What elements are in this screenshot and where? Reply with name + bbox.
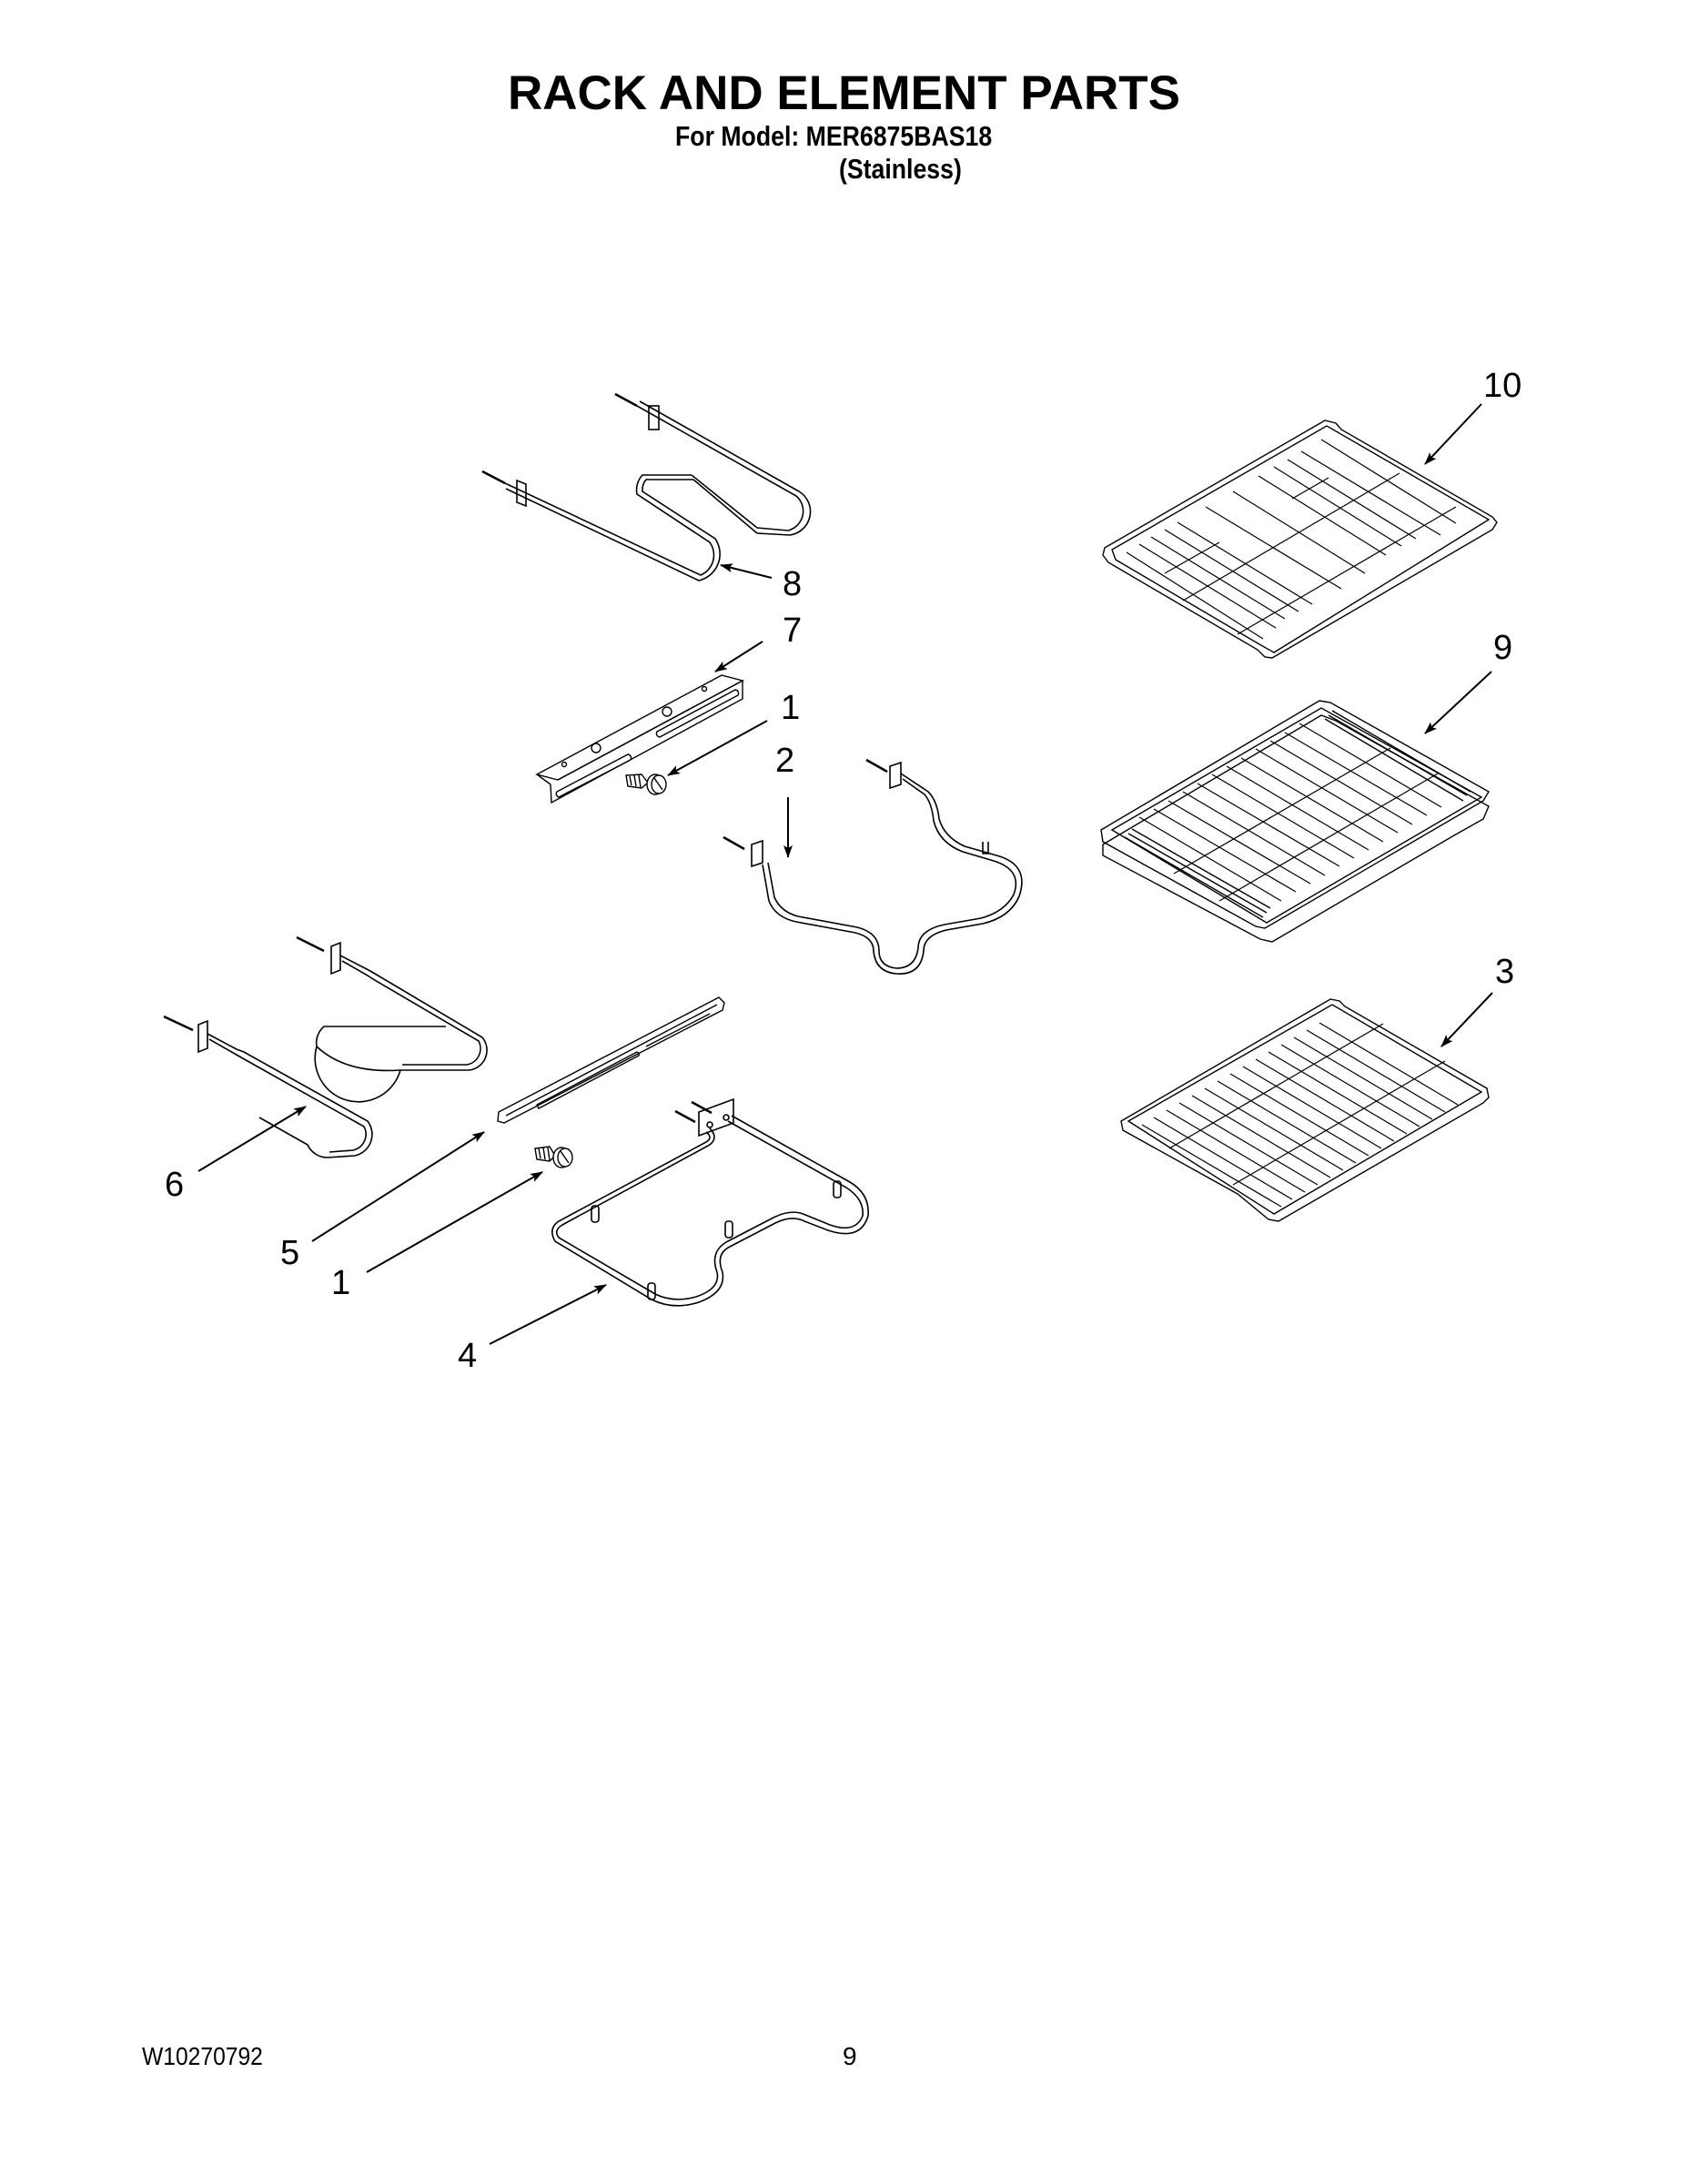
bake-element-part-4[interactable] xyxy=(551,1097,869,1307)
callout-8[interactable]: 8 xyxy=(783,565,803,603)
oven-rack-part-3[interactable] xyxy=(1120,998,1490,1222)
model-number: For Model: MER6875BAS18 xyxy=(675,120,993,152)
callout-9[interactable]: 9 xyxy=(1493,629,1513,667)
oven-rack-part-10[interactable] xyxy=(1102,420,1498,659)
leader-arrow-8 xyxy=(720,563,773,579)
page-title: RACK AND ELEMENT PARTS xyxy=(507,66,1181,120)
bake-element-part-2[interactable] xyxy=(723,758,1023,975)
page-number: 9 xyxy=(843,2042,857,2070)
broil-element-part-6[interactable] xyxy=(163,935,488,1158)
callout-10[interactable]: 10 xyxy=(1483,367,1522,405)
model-finish: (Stainless) xyxy=(839,153,962,185)
leader-arrow-10 xyxy=(1424,403,1482,465)
leader-arrow-1-lower xyxy=(366,1171,543,1273)
element-bracket-part-5[interactable] xyxy=(497,996,725,1124)
callout-2[interactable]: 2 xyxy=(775,742,795,780)
callout-7[interactable]: 7 xyxy=(783,612,803,650)
callout-1-lower[interactable]: 1 xyxy=(331,1264,351,1302)
leader-arrow-7 xyxy=(714,641,763,672)
leader-arrow-5 xyxy=(311,1131,485,1242)
callout-4[interactable]: 4 xyxy=(458,1337,478,1375)
roll-out-rack-part-9[interactable] xyxy=(1100,700,1490,943)
leader-arrow-9 xyxy=(1424,671,1492,734)
callout-3[interactable]: 3 xyxy=(1495,953,1515,991)
screw-part-1-upper[interactable] xyxy=(625,774,667,795)
leader-arrow-6 xyxy=(197,1106,307,1172)
leader-arrow-1-upper xyxy=(667,720,768,776)
callout-5[interactable]: 5 xyxy=(280,1234,300,1272)
element-bracket-part-7[interactable] xyxy=(535,674,744,804)
leader-arrow-4 xyxy=(489,1284,607,1345)
document-number: W10270792 xyxy=(142,2042,263,2070)
broil-element-part-8[interactable] xyxy=(481,392,812,581)
leader-arrow-3 xyxy=(1440,992,1493,1047)
callout-6[interactable]: 6 xyxy=(165,1166,185,1204)
callout-1-upper[interactable]: 1 xyxy=(781,689,801,727)
screw-part-1-lower[interactable] xyxy=(534,1146,573,1168)
